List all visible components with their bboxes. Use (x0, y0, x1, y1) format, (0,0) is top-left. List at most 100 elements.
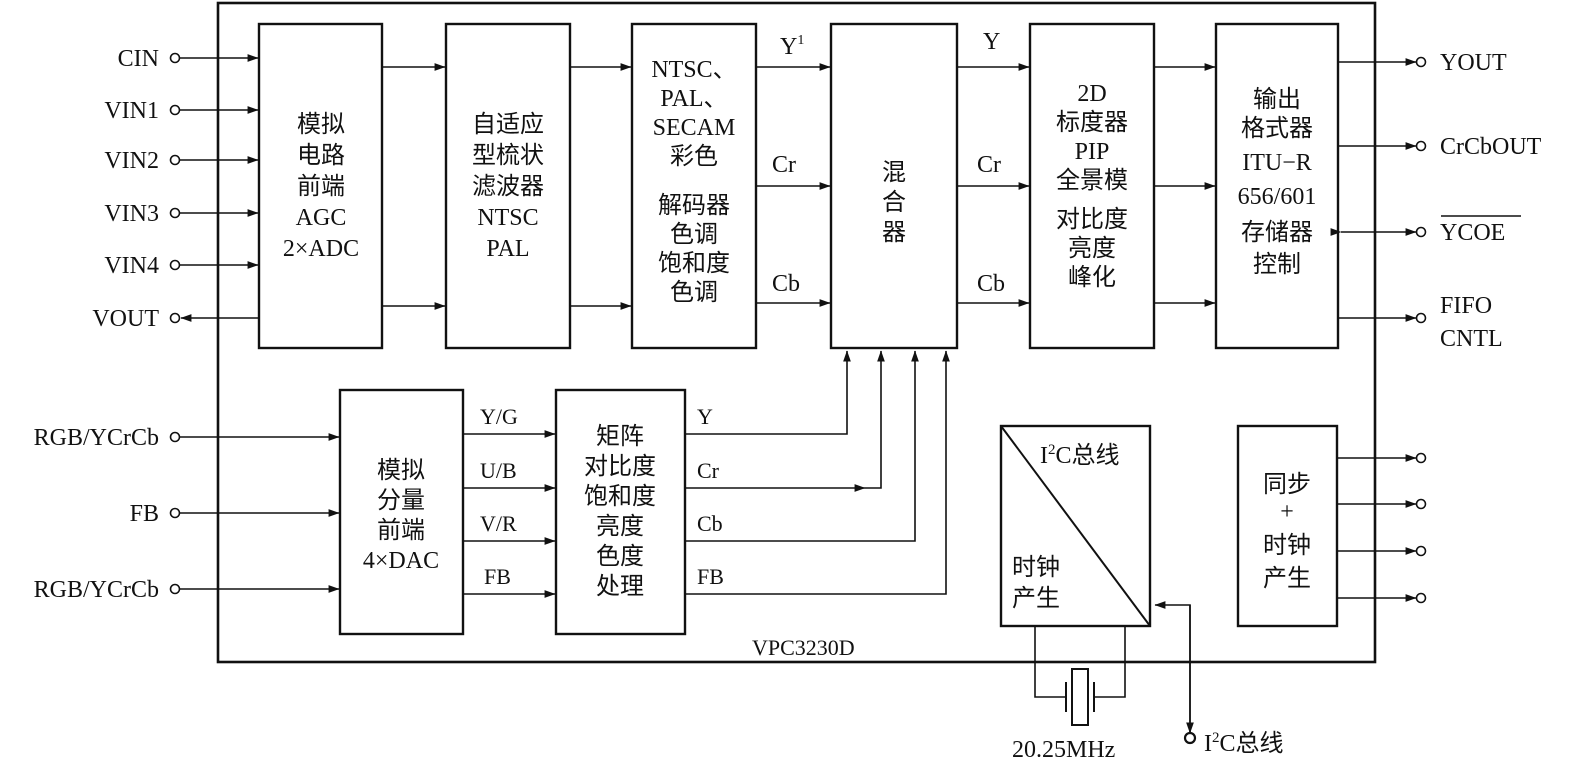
matrix-line: 对比度 (584, 453, 656, 480)
pin-vin3 (169, 207, 181, 219)
color-decoder-line: NTSC、 (651, 57, 736, 83)
signal-yg: Y/G (480, 404, 518, 429)
i2c-clock-divider (1000, 425, 1151, 627)
pin-yout (1415, 56, 1427, 68)
pin-sync-3 (1415, 545, 1427, 557)
input-pins (169, 52, 181, 595)
signal-y1: Y1 (780, 33, 804, 60)
pin-vin2 (169, 154, 181, 166)
mixer-line: 合 (882, 189, 906, 216)
scaler-line: 对比度 (1056, 206, 1128, 233)
label-yout: YOUT (1440, 50, 1507, 76)
analog-frontend-line: 模拟 (297, 111, 345, 138)
crystal-frequency: 20.25MHz (1012, 737, 1115, 763)
sync-clock-line: 时钟 (1263, 532, 1311, 559)
signal-cb-dec: Cb (772, 271, 800, 297)
matrix-text: 矩阵 对比度 饱和度 亮度 色度 处理 (584, 423, 656, 600)
label-fb: FB (130, 501, 159, 527)
sync-clock-line: 同步 (1263, 471, 1311, 498)
pin-sync-2 (1415, 498, 1427, 510)
analog-frontend-line: 2×ADC (283, 236, 359, 262)
label-fifo: FIFO (1440, 293, 1492, 319)
matrix-line: 矩阵 (596, 423, 644, 450)
scaler-line: 亮度 (1068, 235, 1116, 262)
i2c-bus-block-label: I2C总线 (1040, 442, 1120, 469)
component-frontend-line: 分量 (377, 487, 425, 514)
scaler-line: 全景模 (1056, 167, 1128, 194)
signal-y-mat: Y (697, 404, 713, 429)
pin-i2c-bus (1183, 731, 1197, 745)
crystal-body (1071, 668, 1089, 726)
signal-cr-mat: Cr (697, 458, 720, 483)
comb-filter-block (444, 22, 572, 350)
clock-gen-line: 时钟 (1012, 554, 1060, 581)
clock-gen-line: 产生 (1012, 585, 1060, 612)
signal-fb-mat: FB (697, 564, 724, 589)
matrix-line: 饱和度 (584, 483, 656, 510)
label-vin3: VIN3 (104, 201, 159, 227)
decoder-signal-labels: Y1 Cr Cb Y Cr Cb (772, 29, 1005, 297)
sync-clock-block (1236, 424, 1339, 628)
signal-ub: U/B (480, 458, 517, 483)
component-to-matrix-connections (463, 430, 556, 598)
output-formatter-line: ITU−R (1242, 150, 1312, 176)
color-decoder-line: 饱和度 (658, 250, 730, 277)
output-pins (1415, 56, 1427, 604)
upper-chain-connections (382, 63, 1216, 310)
pin-sync-1 (1415, 452, 1427, 464)
output-formatter-line: 656/601 (1238, 184, 1317, 210)
analog-frontend-line: AGC (296, 205, 347, 231)
label-vin4: VIN4 (104, 253, 159, 279)
sync-clock-line: 产生 (1263, 565, 1311, 592)
i2c-superscript: 2 (1048, 442, 1056, 458)
pin-rgb1 (169, 431, 181, 443)
clock-gen-text: 时钟 产生 (1012, 554, 1060, 612)
label-rgb2: RGB/YCrCb (34, 577, 159, 603)
color-decoder-text: NTSC、 PAL、 SECAM 彩色 解码器 色调 饱和度 色调 (651, 57, 736, 306)
pin-rgb2 (169, 583, 181, 595)
scaler-line: 2D (1077, 81, 1106, 107)
signal-cb-mat: Cb (697, 511, 723, 536)
output-formatter-line: 格式器 (1241, 115, 1313, 142)
pin-vin1 (169, 104, 181, 116)
analog-frontend-line: 电路 (297, 142, 345, 169)
comb-filter-line: 滤波器 (472, 173, 544, 200)
mixer-line: 混 (882, 159, 906, 186)
color-decoder-line: 色调 (670, 221, 718, 248)
signal-y-mix: Y (983, 29, 1000, 55)
mixer-line: 器 (882, 220, 906, 246)
signal-cr-dec: Cr (772, 152, 796, 178)
component-signal-labels: Y/G U/B V/R FB (480, 404, 518, 589)
label-vin1: VIN1 (104, 98, 159, 124)
pin-ycoe (1415, 226, 1427, 238)
component-frontend-text: 模拟 分量 前端 4×DAC (363, 457, 439, 574)
pin-crcbout (1415, 140, 1427, 152)
pin-vin4 (169, 259, 181, 271)
label-ycoe: YCOE (1440, 220, 1505, 246)
signal-vr: V/R (480, 511, 517, 536)
matrix-line: 亮度 (596, 513, 644, 540)
color-decoder-line: 彩色 (670, 143, 718, 170)
signal-fb-in: FB (484, 564, 511, 589)
crystal-oscillator (1034, 626, 1126, 726)
scaler-text: 2D 标度器 PIP 全景模 对比度 亮度 峰化 (1056, 81, 1128, 291)
label-vout: VOUT (92, 306, 159, 332)
i2c-bus-text: C总线 (1056, 442, 1120, 469)
i2c-prefix: I (1040, 443, 1048, 469)
analog-frontend-text: 模拟 电路 前端 AGC 2×ADC (283, 111, 359, 262)
sync-clock-text: 同步 + 时钟 产生 (1263, 471, 1311, 592)
input-labels: CIN VIN1 VIN2 VIN3 VIN4 VOUT RGB/YCrCb F… (34, 46, 160, 603)
label-crcbout: CrCbOUT (1440, 134, 1542, 160)
analog-frontend-line: 前端 (297, 173, 345, 200)
analog-frontend-block (257, 22, 384, 350)
component-frontend-line: 前端 (377, 517, 425, 544)
comb-filter-line: 型梳状 (472, 142, 544, 169)
matrix-line: 处理 (596, 573, 644, 600)
pin-fifo-cntl (1415, 312, 1427, 324)
signal-cr-mix: Cr (977, 152, 1001, 178)
i2c-bus-connection (1154, 601, 1197, 745)
output-formatter-block (1214, 22, 1340, 350)
pin-sync-4 (1415, 592, 1427, 604)
scaler-block (1028, 22, 1156, 350)
label-cntl: CNTL (1440, 326, 1503, 352)
